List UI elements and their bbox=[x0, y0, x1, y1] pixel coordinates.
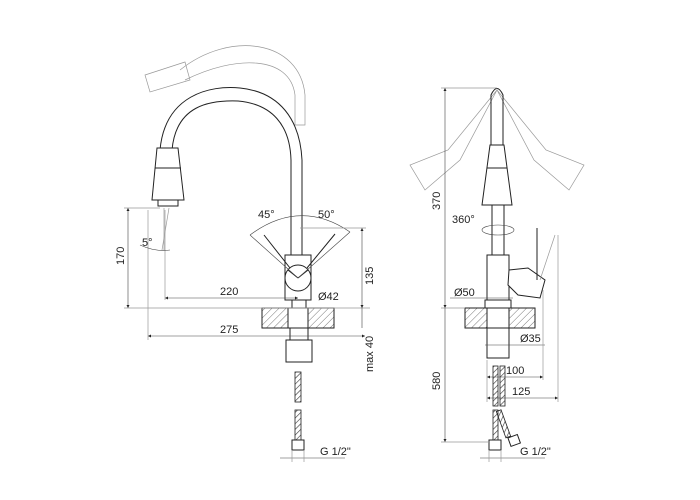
dim-angle-left: 45° bbox=[258, 209, 275, 221]
dim-hose-length: 580 bbox=[431, 372, 443, 390]
ghost-spout bbox=[144, 45, 306, 126]
dim-rotation: 360° bbox=[452, 214, 475, 226]
dim-body-diameter: Ø42 bbox=[318, 291, 339, 303]
dim-base-diameter: Ø50 bbox=[454, 287, 475, 299]
rotation-arrow-icon bbox=[481, 224, 515, 236]
dim-depth-outer: 125 bbox=[512, 386, 530, 398]
hose bbox=[294, 371, 302, 403]
dim-side-connection: G 1/2" bbox=[520, 446, 551, 458]
lever-right bbox=[306, 233, 336, 269]
dim-reach-inner: 220 bbox=[220, 286, 238, 298]
spout bbox=[151, 87, 303, 255]
lever-left bbox=[263, 234, 291, 269]
dim-max-thickness: max 40 bbox=[364, 336, 376, 372]
ghost-head-right bbox=[496, 89, 585, 191]
dim-lever-height: 135 bbox=[364, 267, 376, 285]
dim-angle-right: 50° bbox=[318, 209, 335, 221]
dim-total-height: 370 bbox=[431, 192, 443, 210]
dim-hole-diameter: Ø35 bbox=[520, 333, 541, 345]
side-view: 360° 370 580 Ø50 Ø35 100 125 G 1 bbox=[409, 87, 585, 462]
dim-reach-outer: 275 bbox=[220, 324, 238, 336]
lever-housing bbox=[507, 267, 546, 299]
front-view: 170 135 220 Ø42 275 max 40 45° 50° 5° G … bbox=[115, 45, 376, 462]
dim-depth-inner: 100 bbox=[506, 365, 524, 377]
dim-connection: G 1/2" bbox=[320, 446, 351, 458]
dim-tilt-angle: 5° bbox=[142, 237, 153, 249]
spray-head bbox=[481, 144, 513, 206]
ghost-head-left bbox=[409, 89, 498, 191]
dim-spout-height: 170 bbox=[115, 247, 127, 265]
